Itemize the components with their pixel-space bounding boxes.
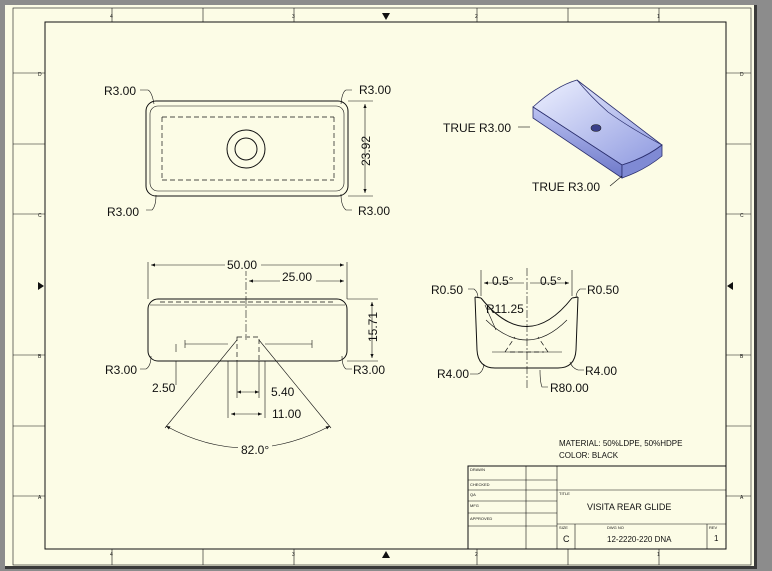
side-view: 0.5° 0.5° R0.50 R0.50 R11.25 R4.00 R4.00…: [431, 268, 619, 395]
iso-radius-upper: TRUE R3.00: [443, 121, 511, 135]
revision: 1: [714, 534, 719, 543]
svg-text:C: C: [38, 213, 42, 219]
drawing-frame: [12, 7, 752, 566]
side-radius-saddle: R11.25: [486, 302, 524, 316]
svg-text:3: 3: [292, 552, 295, 558]
top-radius-br: R3.00: [358, 204, 390, 218]
front-slot-inner-dim: 5.40: [271, 385, 295, 399]
svg-text:3: 3: [292, 14, 295, 20]
side-radius-bl: R4.00: [437, 367, 469, 381]
svg-text:4: 4: [110, 14, 113, 20]
svg-text:SIZE: SIZE: [559, 525, 568, 530]
svg-text:A: A: [38, 495, 42, 501]
svg-text:2: 2: [475, 552, 478, 558]
svg-text:C: C: [740, 213, 744, 219]
top-view: 23.92 R3.00 R3.00 R3.00 R3.00: [104, 83, 391, 219]
svg-text:CHECKED: CHECKED: [470, 482, 490, 487]
svg-text:MFG: MFG: [470, 503, 479, 508]
front-angle-dim: 82.0°: [241, 443, 269, 457]
side-radius-base: R80.00: [550, 381, 589, 395]
iso-view: TRUE R3.00 TRUE R3.00: [443, 79, 663, 194]
top-radius-bl: R3.00: [107, 205, 139, 219]
svg-text:1: 1: [657, 14, 660, 20]
top-height-dim: 23.92: [359, 136, 373, 166]
front-radius-right: R3.00: [353, 363, 385, 377]
front-half-length-dim: 25.00: [282, 270, 312, 284]
zone-markers: 4 3 2 1 4 3 2 1 D C B A D C B A: [13, 8, 751, 565]
drawing-sheet: [5, 5, 757, 569]
front-height-dim: 15.71: [366, 312, 380, 342]
svg-text:A: A: [740, 495, 744, 501]
svg-text:QA: QA: [470, 492, 476, 497]
side-radius-tl: R0.50: [431, 283, 463, 297]
svg-text:DWG NO: DWG NO: [607, 525, 624, 530]
front-length-dim: 50.00: [227, 258, 257, 272]
drawing-number: 12-2220-220 DNA: [607, 535, 672, 544]
drawing-border: [44, 21, 727, 550]
svg-text:TITLE: TITLE: [559, 491, 570, 496]
svg-text:D: D: [38, 72, 42, 78]
svg-text:2: 2: [475, 14, 478, 20]
side-angle-right: 0.5°: [540, 274, 562, 288]
material-note: MATERIAL: 50%LDPE, 50%HDPE: [559, 439, 682, 448]
drawing-title: VISITA REAR GLIDE: [587, 502, 671, 512]
color-note: COLOR: BLACK: [559, 451, 619, 460]
top-radius-tl: R3.00: [104, 84, 136, 98]
top-radius-tr: R3.00: [359, 83, 391, 97]
svg-text:B: B: [38, 354, 42, 360]
svg-text:1: 1: [657, 552, 660, 558]
svg-text:B: B: [740, 354, 744, 360]
svg-text:DRAWN: DRAWN: [470, 467, 485, 472]
notes: MATERIAL: 50%LDPE, 50%HDPE COLOR: BLACK: [559, 439, 682, 460]
front-view: 50.00 25.00 15.71 R3.00 R3.00 2.50 5.40 …: [105, 258, 385, 457]
svg-text:4: 4: [110, 552, 113, 558]
svg-text:APPROVED: APPROVED: [470, 516, 492, 521]
svg-text:D: D: [740, 72, 744, 78]
title-block: DRAWN CHECKED QA MFG APPROVED TITLE VISI…: [467, 465, 727, 550]
sheet-size: C: [563, 534, 570, 544]
side-angle-left: 0.5°: [492, 274, 514, 288]
front-step-dim: 2.50: [152, 381, 176, 395]
side-radius-tr: R0.50: [587, 283, 619, 297]
svg-text:REV: REV: [709, 525, 718, 530]
front-radius-left: R3.00: [105, 363, 137, 377]
iso-radius-lower: TRUE R3.00: [532, 180, 600, 194]
side-radius-br: R4.00: [585, 364, 617, 378]
front-slot-outer-dim: 11.00: [272, 407, 301, 421]
